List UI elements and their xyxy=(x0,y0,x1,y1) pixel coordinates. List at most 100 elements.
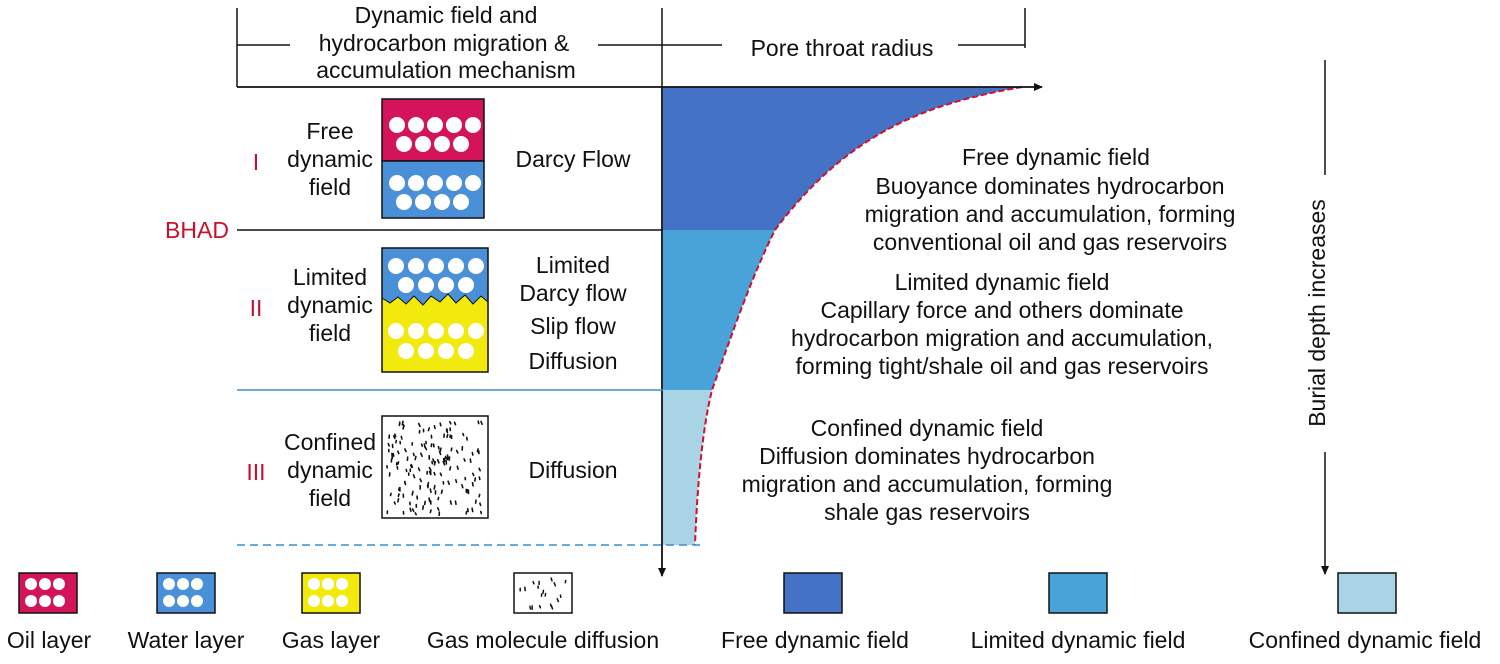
zone-name-line: field xyxy=(309,485,351,511)
zone-name-line: field xyxy=(309,320,351,346)
gas-molecule xyxy=(438,508,439,510)
zone-name-line: dynamic xyxy=(287,457,373,483)
gas-molecule xyxy=(392,453,393,456)
gas-molecule xyxy=(430,489,431,492)
gas-molecule xyxy=(434,473,435,475)
flow-type: Darcy flow xyxy=(519,280,627,306)
confined-field-swatch xyxy=(1338,573,1396,613)
gas-molecule xyxy=(424,444,425,447)
flow-type: Slip flow xyxy=(530,313,616,339)
water-gas-icon xyxy=(382,248,488,372)
gas-molecule xyxy=(457,450,458,453)
legend-label: Limited dynamic field xyxy=(971,627,1186,653)
gas-molecule xyxy=(422,444,423,446)
gas-molecule xyxy=(479,477,480,480)
gas-molecule xyxy=(440,448,441,451)
description-line: Buoyance dominates hydrocarbon xyxy=(875,173,1224,199)
gas-molecule xyxy=(393,454,394,456)
burial-depth-label: Burial depth increases xyxy=(1304,199,1330,427)
confined-field-area xyxy=(663,390,712,545)
gas-molecule xyxy=(406,470,407,472)
gas-molecule xyxy=(419,468,420,471)
zone-name-line: dynamic xyxy=(287,146,373,172)
gas-molecule xyxy=(446,456,447,458)
gas-molecule xyxy=(472,453,473,455)
gas-molecule xyxy=(479,468,480,470)
gas-molecule xyxy=(438,497,439,499)
diffusion-icon xyxy=(382,416,488,518)
legend-label: Confined dynamic field xyxy=(1249,627,1482,653)
gas-molecule xyxy=(481,512,482,514)
zone-name-line: field xyxy=(309,174,351,200)
description-line: migration and accumulation, forming xyxy=(865,201,1236,227)
limited-field-area xyxy=(663,230,775,390)
gas-molecule xyxy=(398,494,399,496)
gas-molecule xyxy=(420,479,421,482)
gas-molecule xyxy=(447,435,448,438)
gas-molecule xyxy=(440,423,441,426)
gas-molecule xyxy=(438,460,439,463)
description-free: Free dynamic field Buoyance dominates hy… xyxy=(865,144,1236,255)
limited-field-swatch xyxy=(1049,573,1107,613)
gas-molecule xyxy=(415,457,416,460)
gas-molecule xyxy=(415,513,416,515)
flow-type: Diffusion xyxy=(528,348,617,374)
legend-label: Free dynamic field xyxy=(721,627,909,653)
water-layer-swatch xyxy=(157,573,215,613)
gas-molecule xyxy=(428,428,429,431)
flow-type: Diffusion xyxy=(528,457,617,483)
gas-molecule xyxy=(402,421,403,424)
gas-molecule xyxy=(401,436,402,439)
description-line: hydrocarbon migration and accumulation, xyxy=(791,325,1213,351)
gas-molecule xyxy=(533,582,534,584)
gas-molecule xyxy=(434,486,435,489)
gas-molecule xyxy=(412,492,413,495)
gas-molecule xyxy=(442,490,443,493)
description-line: Capillary force and others dominate xyxy=(820,297,1183,323)
gas-molecule xyxy=(410,508,411,511)
gas-molecule xyxy=(455,422,456,424)
gas-molecule xyxy=(462,485,463,488)
header-left-text: Dynamic field and hydrocarbon migration … xyxy=(316,2,576,83)
zone-name-line: Confined xyxy=(284,429,376,455)
description-line: Free dynamic field xyxy=(962,144,1150,170)
gas-molecule xyxy=(448,481,449,484)
gas-molecule xyxy=(481,422,482,425)
gas-molecule xyxy=(551,578,552,581)
gas-molecule xyxy=(463,434,464,436)
gas-molecule xyxy=(423,506,424,509)
description-line: Diffusion dominates hydrocarbon xyxy=(759,443,1095,469)
gas-layer-swatch xyxy=(302,573,360,613)
description-line: forming tight/shale oil and gas reservoi… xyxy=(796,353,1209,379)
header-left-line: accumulation mechanism xyxy=(316,57,576,83)
flow-type: Darcy Flow xyxy=(515,146,630,172)
gas-molecule xyxy=(554,583,555,586)
gas-molecule xyxy=(464,459,465,461)
gas-molecule xyxy=(440,473,441,475)
header-left-line: Dynamic field and xyxy=(355,2,538,28)
gas-molecule xyxy=(391,493,392,495)
description-confined: Confined dynamic field Diffusion dominat… xyxy=(742,415,1113,525)
gas-molecule xyxy=(439,447,440,449)
legend-label: Gas layer xyxy=(282,627,381,653)
gas-molecule xyxy=(470,459,471,462)
gas-molecule xyxy=(480,503,481,505)
zone-name-line: Free xyxy=(306,118,353,144)
flow-type: Limited xyxy=(536,252,610,278)
gas-molecule xyxy=(405,449,406,452)
gas-molecule xyxy=(540,606,541,608)
gas-molecule xyxy=(450,467,451,470)
description-line: Confined dynamic field xyxy=(811,415,1044,441)
gas-molecule xyxy=(430,510,431,513)
legend-label: Oil layer xyxy=(7,627,92,653)
header-right-text: Pore throat radius xyxy=(751,35,934,61)
gas-molecule xyxy=(552,606,553,609)
gas-molecule xyxy=(456,480,457,483)
description-line: conventional oil and gas reservoirs xyxy=(873,229,1227,255)
zone-numeral: III xyxy=(246,459,265,485)
gas-molecule xyxy=(560,595,561,597)
oil-layer-swatch xyxy=(19,573,77,613)
gas-molecule xyxy=(467,437,468,440)
gas-molecule xyxy=(414,453,415,455)
gas-molecule xyxy=(394,436,395,439)
